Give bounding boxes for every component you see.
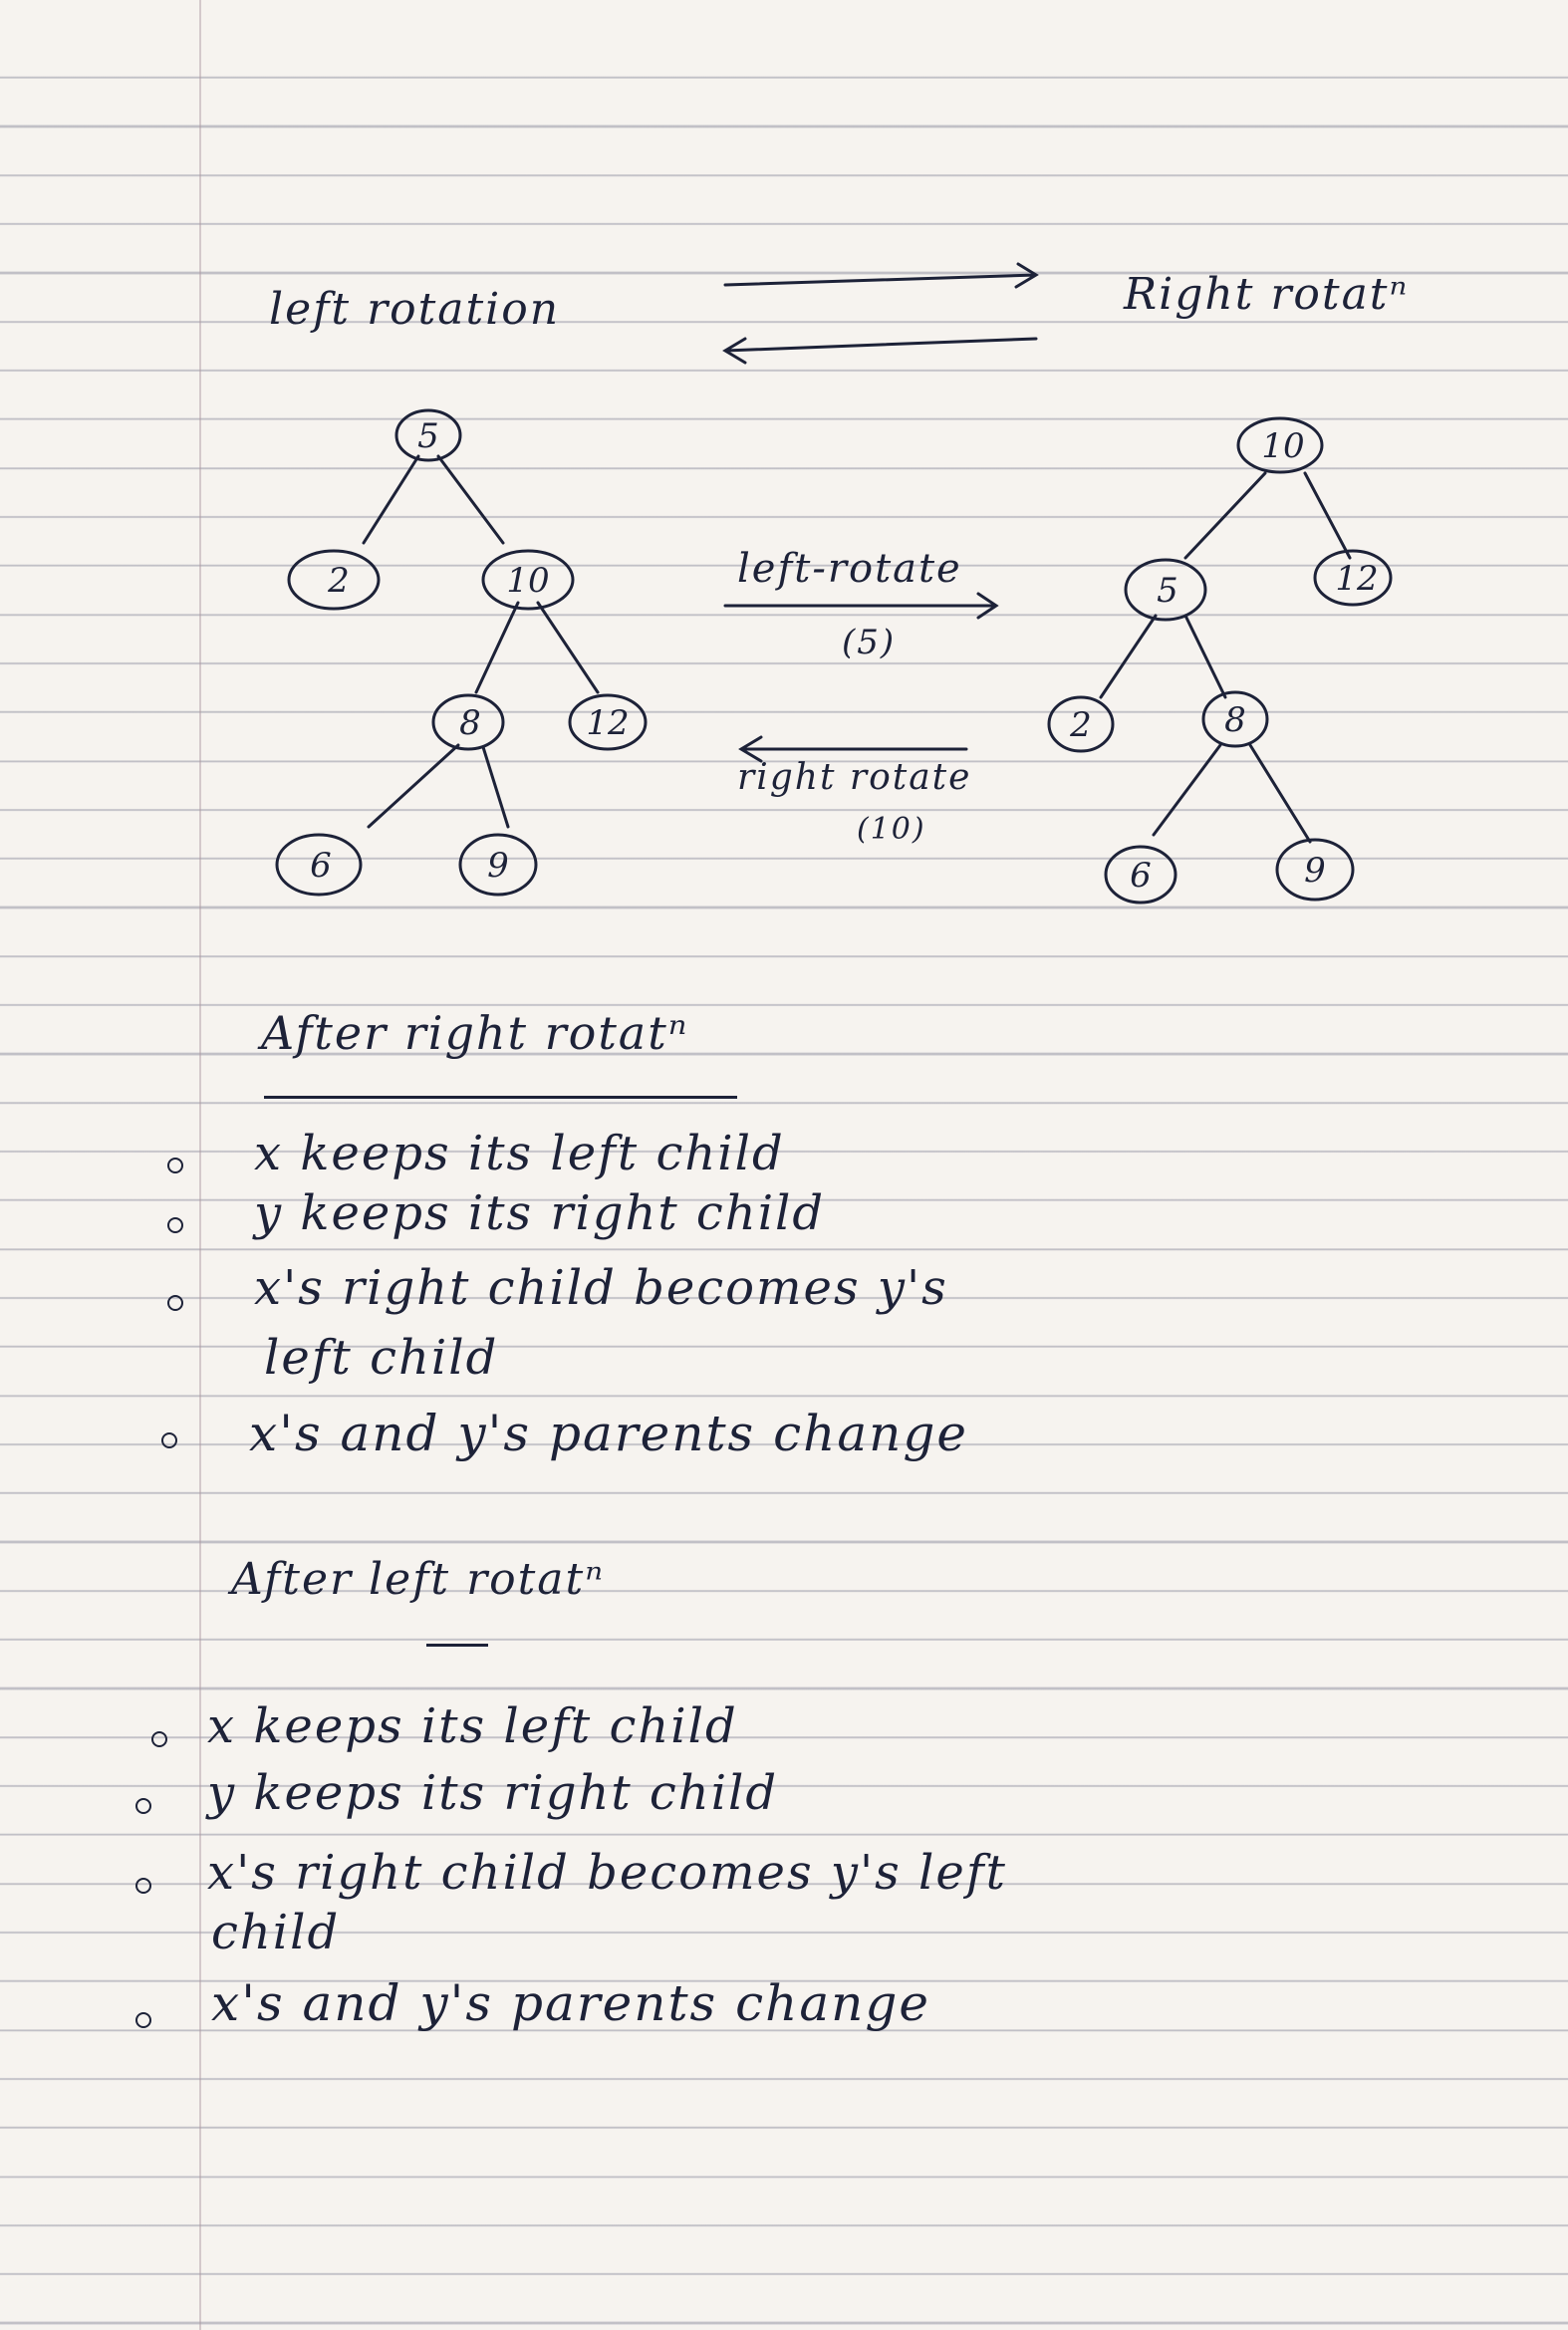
left-tree-edge xyxy=(436,454,505,545)
left-rotate-arrow xyxy=(723,592,999,620)
left-tree-edge xyxy=(362,454,420,545)
list-item: x keeps its left child xyxy=(207,1698,738,1754)
node-label: 5 xyxy=(1157,571,1178,611)
left-tree-node xyxy=(287,549,381,611)
left-tree-node xyxy=(458,833,538,897)
list-item: x's and y's parents change xyxy=(211,1974,930,2032)
section2-underline xyxy=(426,1644,488,1647)
left-tree-node xyxy=(431,693,505,751)
bullet-dot xyxy=(167,1217,183,1233)
node-label: 2 xyxy=(1069,705,1092,745)
right-tree-edge xyxy=(1183,471,1267,560)
right-rotation-heading: Right rotatⁿ xyxy=(1124,269,1410,320)
list-item: y keeps its right child xyxy=(254,1185,826,1241)
bullet-dot xyxy=(135,1798,151,1814)
left-tree-edge xyxy=(481,745,510,829)
section2-title: After left rotatⁿ xyxy=(231,1554,606,1605)
right-arrow xyxy=(723,262,1039,289)
right-rotate-arrow xyxy=(738,735,968,763)
left-rotate-argument: (5) xyxy=(842,623,897,662)
bullet-dot xyxy=(167,1158,183,1173)
margin-line xyxy=(199,0,201,2330)
node-label: 6 xyxy=(1130,856,1152,896)
list-item: left child xyxy=(264,1330,499,1386)
node-label: 5 xyxy=(417,416,439,456)
node-label: 10 xyxy=(1261,426,1304,466)
right-tree-edge xyxy=(1152,743,1222,837)
right-tree-edge xyxy=(1303,471,1352,560)
left-rotation-heading: left rotation xyxy=(269,284,561,335)
right-rotate-label: right rotate xyxy=(737,757,972,798)
section1-title: After right rotatⁿ xyxy=(261,1006,689,1060)
list-item: x's right child becomes y's xyxy=(254,1260,948,1316)
node-label: 6 xyxy=(310,846,332,886)
list-item: x's right child becomes y's left xyxy=(207,1845,1007,1901)
node-label: 9 xyxy=(1304,851,1326,891)
right-tree-node xyxy=(1313,549,1393,607)
right-tree-node xyxy=(1201,690,1269,748)
node-label: 12 xyxy=(1335,559,1378,599)
list-item: child xyxy=(211,1905,341,1960)
bullet-dot xyxy=(135,1878,151,1894)
list-item: x keeps its left child xyxy=(254,1126,785,1181)
list-item: y keeps its right child xyxy=(207,1765,779,1821)
bullet-dot xyxy=(135,2012,151,2028)
bullet-dot xyxy=(161,1432,177,1448)
bullet-dot xyxy=(151,1731,167,1747)
left-tree-node xyxy=(394,408,462,462)
node-label: 10 xyxy=(506,561,549,601)
node-label: 12 xyxy=(586,703,629,743)
right-tree-node xyxy=(1124,558,1207,622)
left-arrow xyxy=(722,337,1038,365)
left-tree-node xyxy=(568,693,648,751)
left-tree-edge xyxy=(474,601,520,694)
right-tree-node xyxy=(1047,695,1115,753)
right-tree-edge xyxy=(1183,614,1227,699)
right-tree-edge xyxy=(1248,743,1312,844)
left-rotate-label: left-rotate xyxy=(737,546,962,592)
right-rotate-argument: (10) xyxy=(857,812,926,847)
right-tree-node xyxy=(1236,416,1324,474)
bullet-dot xyxy=(167,1295,183,1311)
node-label: 8 xyxy=(459,703,481,743)
left-tree-node xyxy=(481,549,575,611)
left-tree-edge xyxy=(367,743,460,829)
section1-underline xyxy=(264,1096,737,1099)
node-label: 2 xyxy=(327,561,350,601)
node-label: 9 xyxy=(487,846,509,886)
right-tree-node xyxy=(1104,845,1177,905)
right-tree-edge xyxy=(1099,614,1158,699)
left-tree-node xyxy=(275,833,363,897)
node-label: 8 xyxy=(1224,700,1246,740)
right-tree-node xyxy=(1275,838,1355,902)
list-item: x's and y's parents change xyxy=(249,1405,968,1462)
left-tree-edge xyxy=(536,601,600,694)
